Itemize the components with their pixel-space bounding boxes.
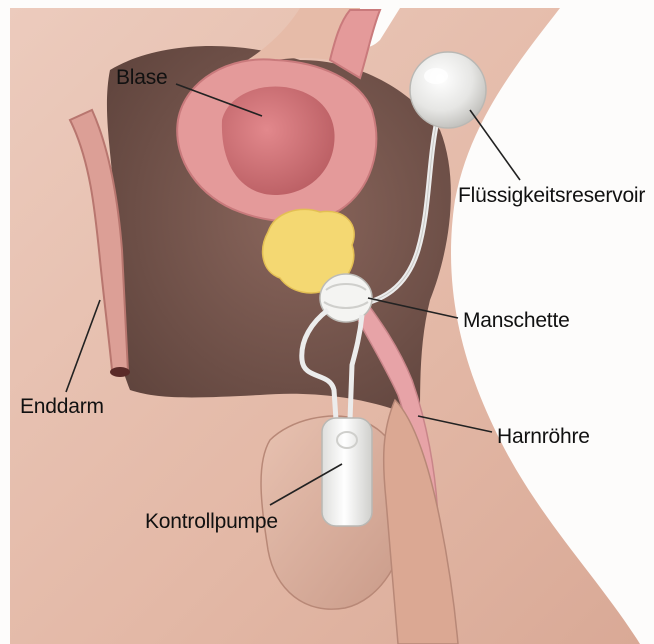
reservoir-highlight — [424, 68, 448, 84]
urethra-label: Harnröhre — [497, 426, 590, 447]
cuff — [320, 274, 372, 322]
cuff-label: Manschette — [463, 310, 570, 331]
bladder-label: Blase — [116, 67, 168, 88]
control-pump-label: Kontrollpumpe — [145, 511, 278, 532]
rectum-opening — [110, 367, 130, 377]
rectum-label: Enddarm — [20, 396, 104, 417]
fluid-reservoir-label: Flüssigkeitsreservoir — [458, 185, 645, 206]
